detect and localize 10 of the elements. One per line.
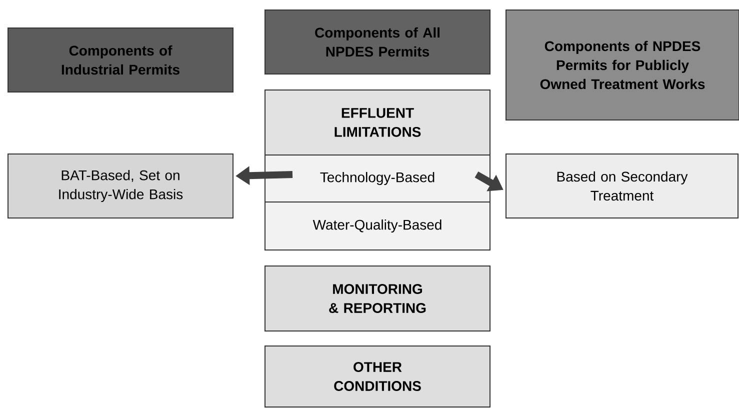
header-box: Components of NPDES Permits for Publicly Owned Treatment Works [506,10,739,120]
section-box: EFFLUENT LIMITATIONS [264,90,490,156]
table-cell: Water-Quality-Based [264,202,490,250]
table-cell: Technology-Based [264,154,490,202]
process-box: Based on Secondary Treatment [506,154,738,218]
header-box: Components of All NPDES Permits [264,10,490,74]
section-box: MONITORING & REPORTING [264,266,490,332]
header-box: Components of Industrial Permits [8,28,234,92]
process-box: BAT-Based, Set on Industry-Wide Basis [8,154,234,218]
section-box: OTHER CONDITIONS [264,346,490,408]
